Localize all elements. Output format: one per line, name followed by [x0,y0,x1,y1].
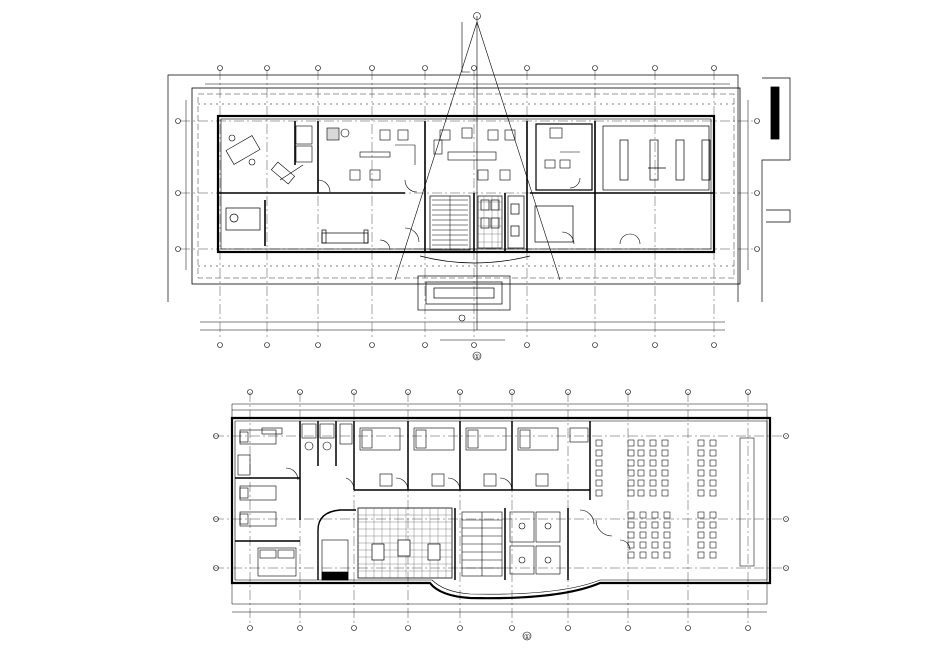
bedroom-furniture [237,427,589,577]
annex-step [766,209,791,223]
top-grid-markers [217,65,717,71]
door-swings [317,177,641,251]
site-boundary [167,74,739,302]
lower-interior-walls [235,421,591,580]
restroom-fixtures [509,511,561,575]
interior-walls [218,121,714,252]
annex-fixture [770,86,780,140]
section-cut-line [394,12,561,341]
lower-exterior-wall [230,416,772,600]
lower-door-swings [285,467,631,551]
terrace-outline [191,87,741,285]
lower-floor-plan: ① [213,389,790,641]
tile-grid [358,508,452,578]
large-room-fixtures [602,125,711,191]
entrance-steps [417,255,531,311]
north-marker-circle [472,351,482,361]
lower-rooms-fixtures [225,195,574,251]
lower-plan-marker-label: ① [524,633,530,641]
classroom-seating [595,437,755,567]
meeting-room-furniture [433,127,516,181]
site-annex-outline [761,77,791,302]
toilet-tile-hatch [478,196,502,248]
office-4-furniture [535,123,593,191]
upper-floor-plan: ① [167,12,791,361]
north-marker-label: ① [474,353,480,361]
curved-wall-left [317,509,356,580]
grid-lines-vertical [219,70,715,340]
lower-interior-wall-line [234,420,768,595]
wet-room-fixtures [301,423,353,581]
staircase [461,511,503,577]
office-1-furniture [225,125,313,185]
side-grid-markers [175,118,760,252]
dining-tables [371,539,441,561]
building-interior-wall-line [220,118,712,250]
office-2-furniture [326,127,416,181]
lower-plan-marker-circle [522,631,532,641]
lower-grid-markers [213,389,789,631]
bottom-grid-markers [217,342,717,348]
